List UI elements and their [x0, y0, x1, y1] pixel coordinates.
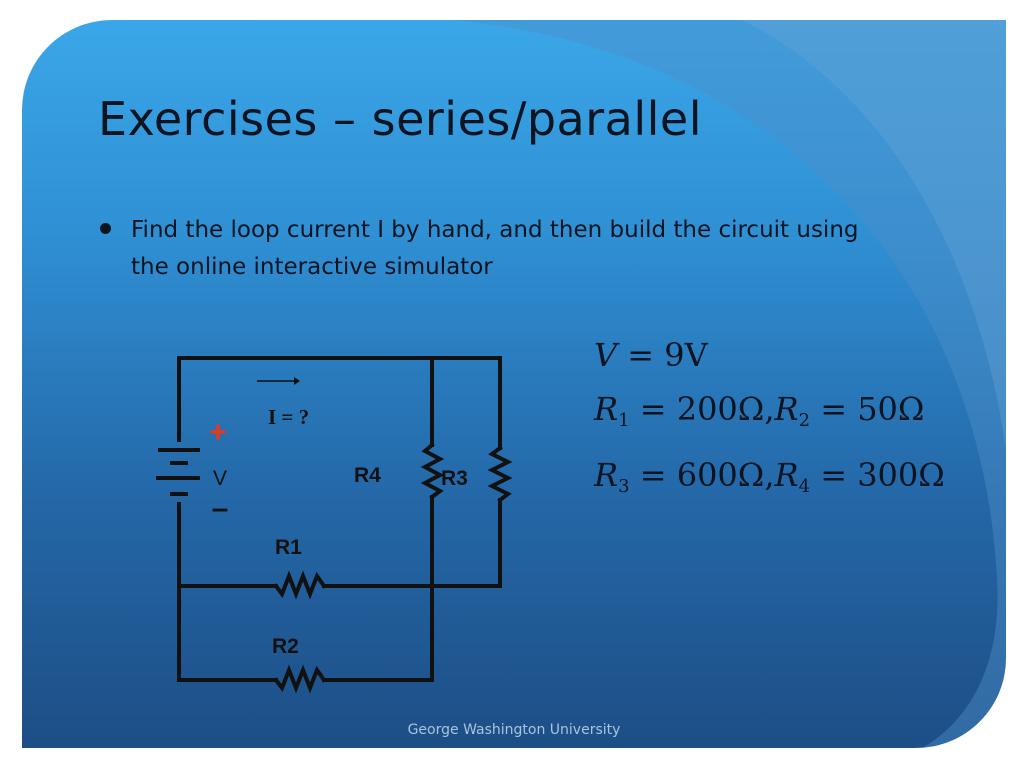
eq-r4-value: = 300Ω [810, 456, 945, 494]
eq-v-symbol: V [594, 336, 618, 374]
eq-r3-subscript: 3 [618, 476, 630, 497]
eq-v-value: = 9V [617, 336, 708, 374]
eq-r3-value: = 600Ω, [629, 456, 775, 494]
resistor-r2 [273, 664, 327, 694]
minus-sign: – [212, 492, 229, 525]
eq-r1-subscript: 1 [618, 410, 630, 431]
voltage-label: V [213, 467, 227, 490]
equation-r3-r4: R3 = 600Ω,R4 = 300Ω [594, 448, 945, 514]
eq-r3-symbol: R [594, 456, 619, 494]
eq-r2-value: = 50Ω [810, 390, 925, 428]
r2-label: R2 [272, 635, 299, 658]
bullet-text: Find the loop current I by hand, and the… [131, 217, 859, 280]
bullet-item: Find the loop current I by hand, and the… [100, 212, 880, 286]
resistor-r3 [487, 445, 513, 503]
equation-r1-r2: R1 = 200Ω,R2 = 50Ω [594, 382, 945, 448]
slide-background: Exercises – series/parallel Find the loo… [22, 20, 1006, 748]
current-arrow-icon [257, 377, 300, 385]
eq-r2-symbol: R [774, 390, 799, 428]
r1-label: R1 [275, 536, 302, 559]
eq-r1-value: = 200Ω, [629, 390, 775, 428]
resistor-r4 [420, 442, 445, 500]
slide-footer: George Washington University [407, 722, 621, 738]
slide-title: Exercises – series/parallel [98, 92, 702, 146]
equations-block: V = 9V R1 = 200Ω,R2 = 50Ω R3 = 600Ω,R4 =… [594, 328, 945, 514]
equation-voltage: V = 9V [594, 328, 945, 382]
current-label: I = ? [268, 405, 309, 429]
eq-r2-subscript: 2 [798, 410, 811, 431]
decorative-swoosh [452, 20, 1006, 748]
circuit-diagram: I = ? + V – R4 R3 R1 R2 [156, 356, 513, 694]
eq-r1-symbol: R [594, 390, 619, 428]
eq-r4-subscript: 4 [798, 476, 811, 497]
plus-sign: + [209, 416, 227, 449]
eq-r4-symbol: R [774, 456, 799, 494]
bullet-dot-icon [100, 223, 111, 234]
resistor-r1 [273, 570, 327, 600]
r4-label: R4 [354, 464, 381, 487]
r3-label: R3 [441, 467, 468, 490]
